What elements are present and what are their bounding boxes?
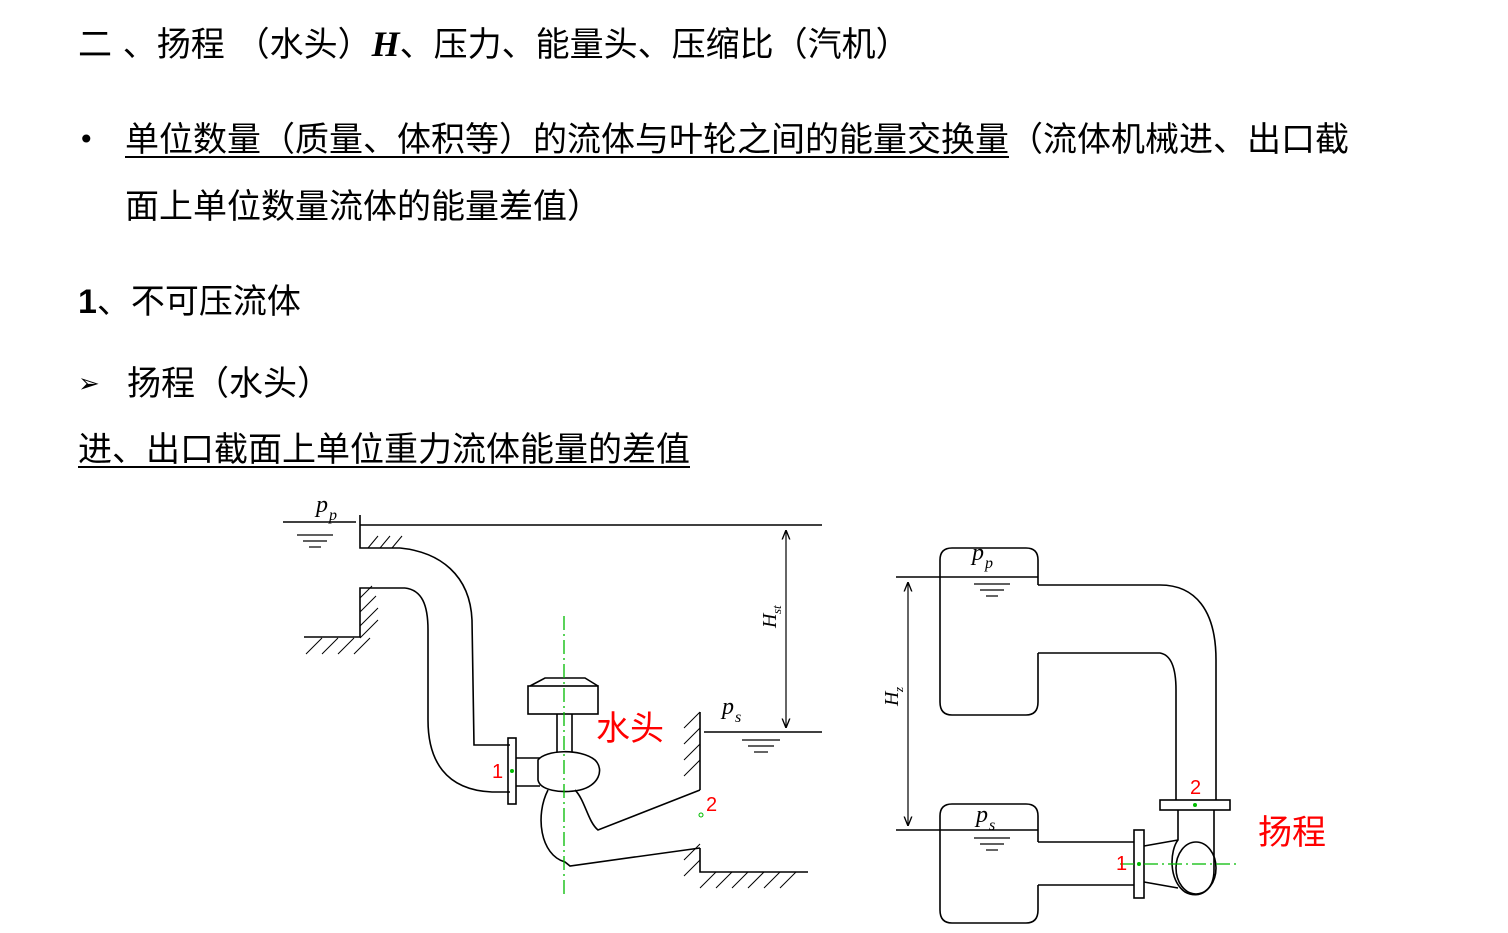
left-upper-water-symbol <box>297 534 333 548</box>
right-upper-tank <box>939 547 1039 716</box>
title-prefix: 二 、扬程 （水头） <box>78 25 372 65</box>
left-section-2-marker <box>698 812 704 818</box>
left-discharge-pipe-outer <box>540 789 701 867</box>
left-discharge-pipe-inner <box>574 789 701 831</box>
svg-text:H: H <box>759 612 781 629</box>
left-section-1-marker <box>510 769 514 773</box>
right-section-1-marker <box>1137 862 1141 866</box>
subsection-heading: 扬程（水头） <box>127 364 331 404</box>
left-motor <box>527 685 599 715</box>
right-pump-impeller <box>1175 841 1217 895</box>
left-lower-tank-hatch <box>683 711 797 889</box>
definition-line-2: 面上单位数量流体的能量差值） <box>125 187 601 227</box>
right-p-lower-label: p <box>974 802 988 828</box>
right-section-2-marker <box>1193 803 1197 807</box>
left-lower-tank-floor <box>699 848 808 873</box>
definition-underlined: 单位数量（质量、体积等）的流体与叶轮之间的能量交换量 <box>125 120 1009 160</box>
title-suffix: 、压力、能量头、压缩比（汽机） <box>399 25 910 65</box>
definition-rest: （流体机械进、出口截 <box>1009 120 1349 160</box>
svg-text:H: H <box>881 690 903 707</box>
left-lower-water-symbol <box>742 739 780 753</box>
right-pump-casing <box>1171 810 1215 896</box>
right-section-1-label: 1 <box>1116 853 1127 875</box>
left-figure <box>283 515 822 889</box>
left-tank-upper-wall <box>359 515 400 549</box>
right-p-upper-label: p <box>970 540 984 566</box>
left-caption: 水头 <box>596 709 664 749</box>
right-discharge-pipe-inner <box>1038 652 1177 800</box>
subsection-definition: 进、出口截面上单位重力流体能量的差值 <box>78 430 690 470</box>
right-lower-water-symbol <box>974 837 1010 851</box>
left-suction-pipe-outer <box>399 547 510 746</box>
section-title: 、不可压流体 <box>96 282 301 322</box>
left-section-2-label: 2 <box>706 794 717 816</box>
right-caption: 扬程 <box>1258 813 1326 853</box>
left-hst-label: H st <box>759 605 784 629</box>
arrow-bullet-icon: ➢ <box>78 369 100 399</box>
right-p-upper-sub: p <box>984 555 993 572</box>
left-p-lower-sub: s <box>735 709 741 726</box>
right-upper-water-symbol <box>974 583 1010 597</box>
right-hz-label: H z <box>881 687 906 707</box>
left-p-lower-label: p <box>720 694 734 720</box>
svg-text:st: st <box>769 605 784 614</box>
left-motor-top <box>529 677 599 687</box>
left-tank-lower-wall <box>304 587 405 638</box>
left-section-1-label: 1 <box>492 761 503 783</box>
left-tank-hatch <box>305 535 403 655</box>
left-p-upper-sub: p <box>328 507 337 524</box>
definition-line-1: 单位数量（质量、体积等）的流体与叶轮之间的能量交换量（流体机械进、出口截 <box>125 120 1349 160</box>
bullet-marker: • <box>78 123 95 156</box>
section-number: 1 <box>78 283 97 321</box>
left-flange <box>507 737 517 805</box>
page-title: 二 、扬程 （水头）H、压力、能量头、压缩比（汽机） <box>78 24 910 65</box>
right-section-2-label: 2 <box>1190 777 1201 799</box>
right-p-lower-sub: s <box>989 817 995 834</box>
section-heading: 1、不可压流体 <box>78 282 301 322</box>
left-p-upper-label: p <box>314 492 328 518</box>
right-figure <box>896 547 1231 924</box>
left-suction-pipe-inner <box>404 587 510 793</box>
right-lower-tank <box>939 803 1039 924</box>
head-symbol: H <box>371 24 400 64</box>
left-pump-casing <box>537 750 601 793</box>
right-discharge-pipe-outer <box>1038 584 1217 800</box>
right-outlet-flange <box>1159 799 1231 811</box>
svg-text:z: z <box>891 687 906 693</box>
